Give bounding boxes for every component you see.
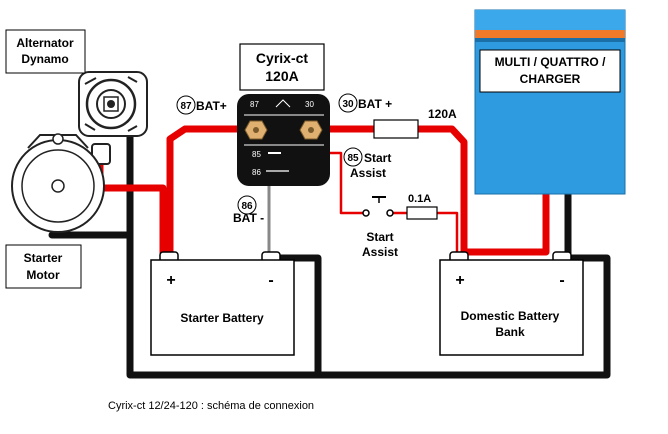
starter-battery [150,251,295,356]
domestic-battery-label-line2: Bank [495,325,525,339]
charger-label-line1: MULTI / QUATTRO / [495,55,607,69]
wire-domestic-charger [460,188,550,256]
pin-30-label: 30 [305,100,314,109]
starter-battery-label: Starter Battery [180,311,264,325]
pin-86-label: 86 [252,168,261,177]
charger-label-line2: CHARGER [520,72,581,86]
callout-85-circle [343,147,363,167]
domestic-battery-plus: + [455,272,464,289]
start-assist-label-line2: Assist [362,245,398,259]
cyrix-label-line2: 120A [265,68,298,84]
fuse-120a-label: 120A [428,107,457,121]
callout-86-num: 86 [241,201,253,212]
domestic-battery-label-line1: Domestic Battery [461,309,560,323]
wire-starter-batt-pos [166,125,260,262]
callout-87-circle [176,95,196,115]
wire-starter-batt-neg [268,254,322,379]
fuse-0-1a-label: 0.1A [408,193,431,205]
alternator-label-line2: Dynamo [21,52,68,66]
callout-85-text2: Assist [350,166,386,180]
starter-label-line2: Motor [26,268,60,282]
alternator-icon [78,71,148,165]
fuse-0-1a [406,206,438,220]
start-assist-label-line1: Start [366,230,393,244]
domestic-battery-minus: - [559,272,564,289]
fuse-120a [373,119,419,139]
cyrix-label-box [239,43,325,91]
callout-85-num: 85 [347,153,359,164]
callout-86-text: BAT - [233,211,264,225]
alternator-label-line1: Alternator [16,36,74,50]
terminal-87 [244,120,268,140]
pin-87-label: 87 [250,100,259,109]
charger-unit [474,9,626,195]
callout-87-text: BAT+ [196,99,227,113]
pin-85-label: 85 [252,150,261,159]
starter-motor-icon [11,133,105,233]
domestic-battery [439,251,584,356]
callout-87-num: 87 [180,101,192,112]
starter-battery-minus: - [268,272,273,289]
alternator-label-box [5,29,86,74]
starter-label-line1: Starter [24,251,63,265]
callout-30-num: 30 [342,99,354,110]
callout-30-circle [338,93,358,113]
starter-label-box [5,244,82,289]
callout-86-circle [237,195,257,215]
callout-85-text1: Start [364,151,391,165]
cyrix-relay: 87 30 85 86 [237,94,330,186]
cyrix-label-line1: Cyrix-ct [256,50,308,66]
callout-30-text: BAT + [358,97,392,111]
start-assist-switch [362,196,394,217]
starter-battery-plus: + [166,272,175,289]
terminal-30 [299,120,323,140]
diagram-caption: Cyrix-ct 12/24-120 : schéma de connexion [108,400,314,412]
